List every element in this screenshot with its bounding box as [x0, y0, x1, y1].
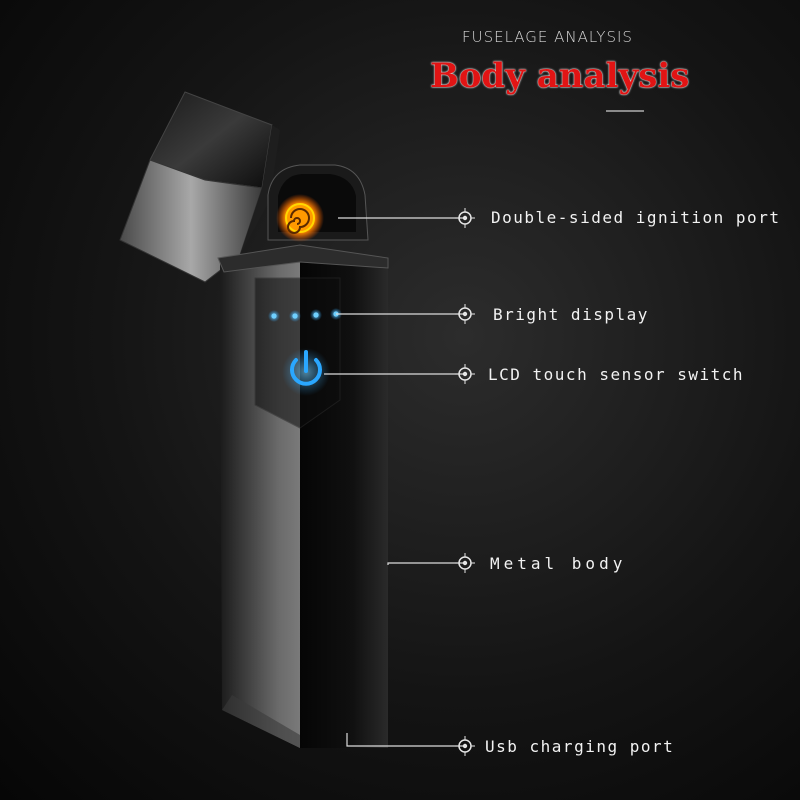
crosshair-marker-icon — [455, 553, 475, 573]
callout-usb-port: Usb charging port — [485, 737, 675, 756]
leader-lines — [324, 217, 465, 747]
lid — [119, 91, 280, 283]
callout-bright-display: Bright display — [493, 305, 649, 324]
callout-ignition-port: Double-sided ignition port — [491, 208, 781, 227]
title-underline — [606, 110, 644, 112]
callout-touch-switch: LCD touch sensor switch — [488, 365, 745, 384]
crosshair-marker-icon — [455, 304, 475, 324]
page-title: Body analysis — [430, 56, 690, 96]
callout-metal-body: Metal body — [490, 554, 627, 573]
power-icon — [282, 348, 330, 396]
lighter-body — [217, 244, 389, 748]
crosshair-marker-icon — [455, 364, 475, 384]
crosshair-marker-icon — [455, 208, 475, 228]
section-kicker: FUSELAGE ANALYSIS — [462, 28, 633, 46]
heating-coil-icon — [287, 208, 310, 234]
crosshair-marker-icon — [455, 736, 475, 756]
ignition-head — [267, 164, 369, 242]
